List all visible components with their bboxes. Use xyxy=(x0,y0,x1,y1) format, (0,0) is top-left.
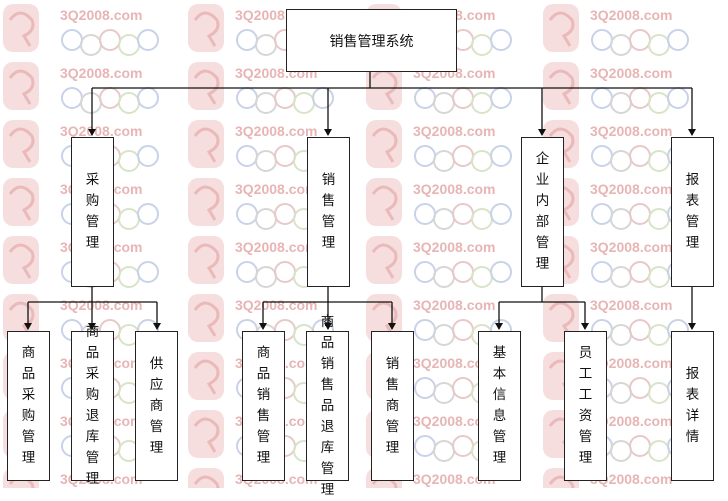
watermark-text: 3Q2008.com xyxy=(235,181,318,197)
watermark-text: 3Q2008.com xyxy=(413,355,496,371)
module-node-purchase: 采购管理 xyxy=(71,137,114,287)
watermark-ring xyxy=(137,261,159,283)
leaf-node: 商品销售品退库管理 xyxy=(306,314,349,498)
watermark-text: 3Q2008.com xyxy=(60,123,143,139)
watermark-text: 3Q2008.com xyxy=(590,65,673,81)
watermark-text: 3Q2008.com xyxy=(590,239,673,255)
watermark-text: 3Q2008.com xyxy=(413,239,496,255)
watermark-text: 3Q2008.com xyxy=(413,297,496,313)
watermark-seal xyxy=(188,468,224,488)
watermark-seal xyxy=(188,4,224,52)
module-node-internal: 企业内部管理 xyxy=(521,137,564,287)
connector-lines xyxy=(24,72,696,330)
leaf-label: 员工工资管理 xyxy=(578,345,593,466)
leaf-label: 销售商管理 xyxy=(385,355,400,456)
watermark-seal xyxy=(366,120,402,168)
leaf-label: 商品采购退库管理 xyxy=(85,324,100,487)
watermark-ring xyxy=(137,203,159,225)
watermark-seal xyxy=(366,178,402,226)
module-label: 采购管理 xyxy=(85,172,100,251)
watermark-seal xyxy=(188,410,224,458)
watermark-seal xyxy=(188,120,224,168)
watermark-text: 3Q2008.com xyxy=(590,355,673,371)
leaf-label: 商品销售管理 xyxy=(256,345,271,466)
leaf-node: 商品采购管理 xyxy=(7,331,50,481)
watermark-seal xyxy=(3,4,39,52)
module-label: 销售管理 xyxy=(321,172,336,251)
leaf-label: 商品销售品退库管理 xyxy=(320,313,335,498)
watermark-text: 3Q2008.com xyxy=(235,239,318,255)
watermark-text: 3Q2008.com xyxy=(413,471,496,487)
watermark-text: 3Q2008.com xyxy=(590,181,673,197)
watermark-ring xyxy=(490,145,512,167)
watermark-text: 3Q2008.com xyxy=(413,181,496,197)
leaf-node: 供应商管理 xyxy=(135,331,178,481)
watermark-text: 3Q2008.com xyxy=(590,7,673,23)
watermark-text: 3Q2008.com xyxy=(235,297,318,313)
watermark-text: 3Q2008.com xyxy=(413,123,496,139)
watermark-ring xyxy=(137,145,159,167)
module-label: 报表管理 xyxy=(685,172,700,251)
watermark-text: 3Q2008.com xyxy=(590,471,673,487)
watermark-ring xyxy=(667,29,689,51)
org-chart: 销售管理系统 采购管理 销售管理 企业内部管理 报表管理 商品采购管理 商品采购… xyxy=(7,9,714,498)
watermark-text: 3Q2008.com xyxy=(60,65,143,81)
watermark-ring xyxy=(137,29,159,51)
watermark-text: 3Q2008.com xyxy=(590,123,673,139)
root-label: 销售管理系统 xyxy=(329,33,414,50)
leaf-label: 商品采购管理 xyxy=(21,345,36,466)
watermark-seal xyxy=(366,62,402,110)
leaf-label: 报表详情 xyxy=(685,366,700,445)
watermark-text: 3Q2008.com xyxy=(590,413,673,429)
module-node-report: 报表管理 xyxy=(671,137,714,287)
watermark-text: 3Q2008.com xyxy=(590,297,673,313)
leaf-node: 基本信息管理 xyxy=(478,331,521,481)
watermark-seal xyxy=(3,62,39,110)
watermark-ring xyxy=(490,29,512,51)
root-node: 销售管理系统 xyxy=(286,9,457,72)
leaf-label: 基本信息管理 xyxy=(492,345,507,466)
watermark-seal xyxy=(366,236,402,284)
watermark-text: 3Q2008.com xyxy=(60,297,143,313)
leaf-node: 报表详情 xyxy=(671,331,714,481)
watermark-seal xyxy=(543,4,579,52)
watermark-seal xyxy=(188,352,224,400)
leaf-node: 员工工资管理 xyxy=(564,331,607,481)
leaf-node: 销售商管理 xyxy=(371,331,414,481)
watermark-seal xyxy=(3,236,39,284)
module-label: 企业内部管理 xyxy=(535,151,550,272)
watermark-ring xyxy=(490,261,512,283)
watermark-seal xyxy=(543,62,579,110)
watermark-text: 3Q2008.com xyxy=(235,123,318,139)
watermark-seal xyxy=(3,178,39,226)
watermark-seal xyxy=(188,294,224,342)
watermark-seal xyxy=(3,120,39,168)
watermark-seal xyxy=(188,178,224,226)
watermark-ring xyxy=(490,203,512,225)
module-node-sales: 销售管理 xyxy=(307,137,350,287)
watermark-seal xyxy=(543,294,579,342)
watermark-text: 3Q2008.com xyxy=(60,7,143,23)
watermark-seal xyxy=(188,236,224,284)
watermark-seal xyxy=(188,62,224,110)
leaf-node: 商品销售管理 xyxy=(242,331,285,481)
leaf-node: 商品采购退库管理 xyxy=(71,324,114,487)
watermark-text: 3Q2008.com xyxy=(413,413,496,429)
leaf-label: 供应商管理 xyxy=(149,355,164,456)
